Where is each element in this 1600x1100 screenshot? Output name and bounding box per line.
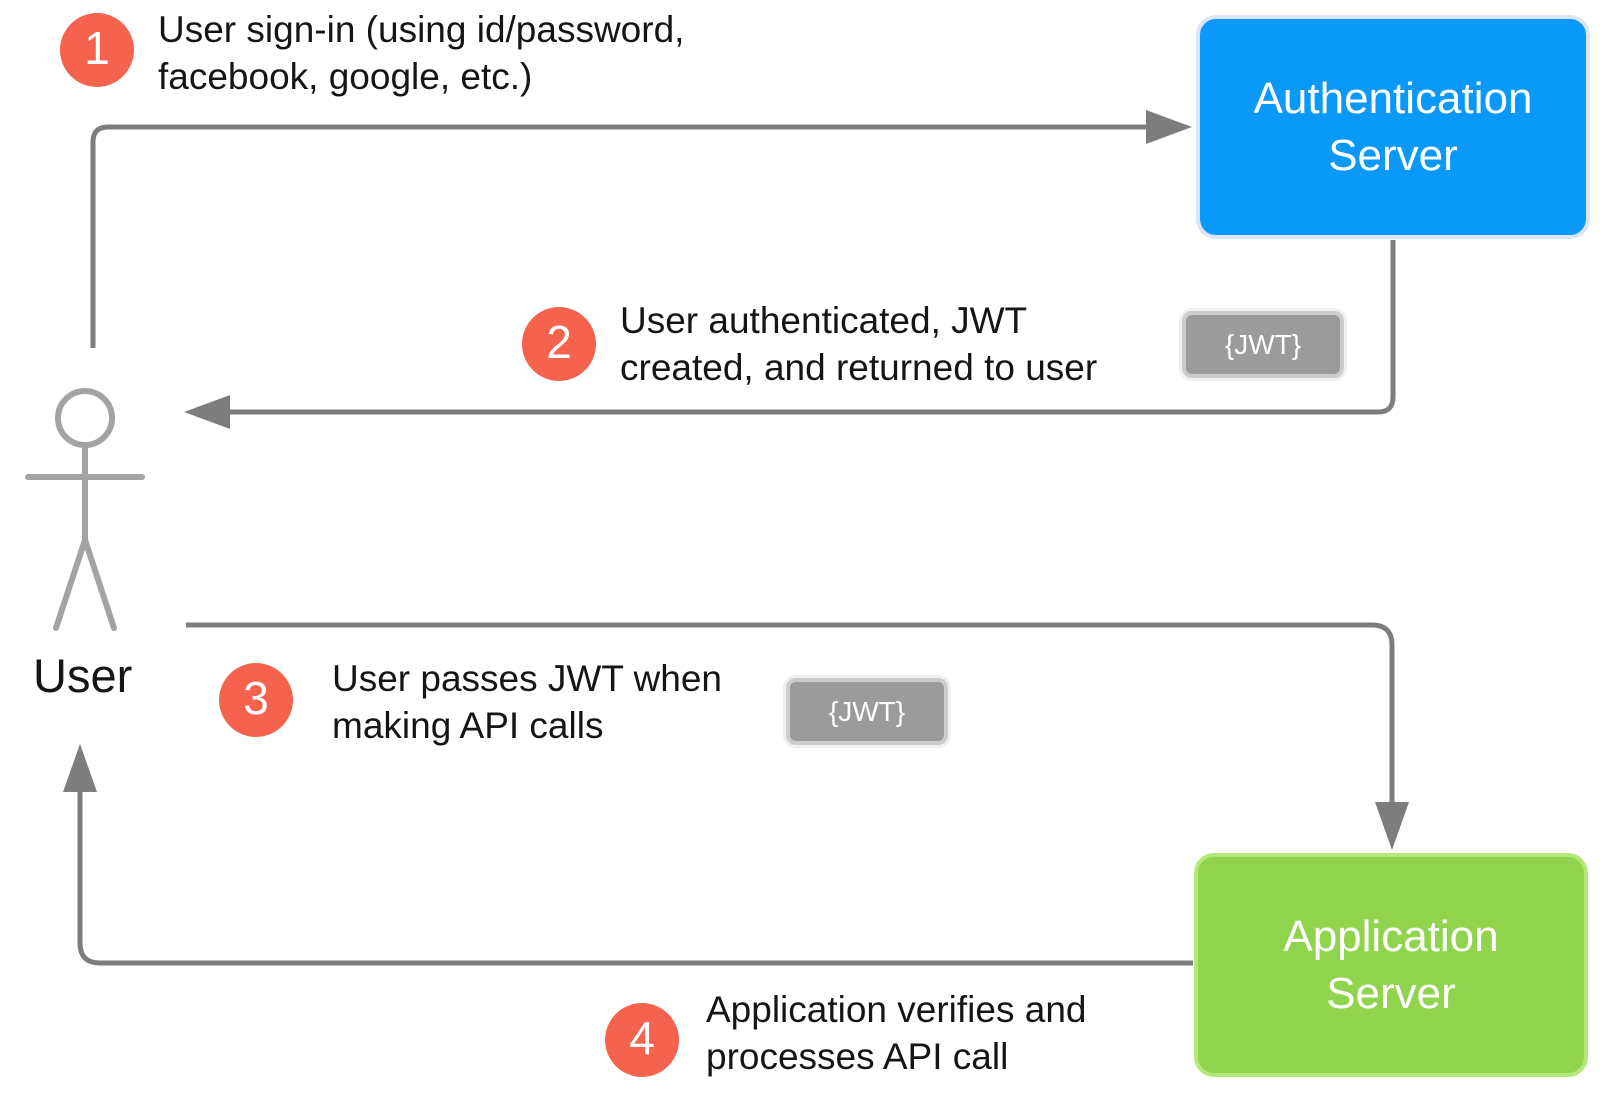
signin-arrow — [90, 110, 1192, 348]
step-2-number: 2 — [546, 316, 572, 368]
step-3-badge: 3 — [219, 663, 293, 737]
api-call-arrowhead — [1375, 802, 1409, 850]
response-arrow — [63, 744, 1193, 966]
step-1-number: 1 — [84, 22, 110, 74]
jwt-token-badge-step2: {JWT} — [1182, 311, 1344, 378]
step-3-number: 3 — [243, 672, 269, 724]
response-arrowhead — [63, 744, 97, 792]
stick-figure-person-icon — [25, 388, 145, 631]
app-server-label: Application Server — [1283, 912, 1499, 1018]
step-2-badge: 2 — [522, 307, 596, 381]
auth-server-label: Authentication Server — [1253, 74, 1533, 180]
auth-server-node: Authentication Server — [1196, 15, 1590, 239]
jwt-token-badge-step3: {JWT} — [786, 678, 948, 745]
step-2-text: User authenticated, JWT created, and ret… — [620, 300, 1098, 388]
user-actor-label: User — [33, 649, 133, 702]
step-3-text: User passes JWT when making API calls — [332, 658, 722, 746]
step-4-badge: 4 — [605, 1003, 679, 1077]
jwt-token-label: {JWT} — [1224, 328, 1302, 360]
api-call-arrow — [186, 622, 1409, 850]
jwt-token-label: {JWT} — [828, 695, 906, 727]
step-1-badge: 1 — [60, 13, 134, 87]
step-4-number: 4 — [629, 1012, 655, 1064]
jwt-return-arrowhead — [184, 395, 230, 429]
signin-arrowhead — [1146, 110, 1192, 144]
app-server-node: Application Server — [1194, 853, 1588, 1077]
step-4-text: Application verifies and processes API c… — [706, 989, 1087, 1077]
jwt-return-arrow — [184, 240, 1396, 429]
step-1-text: User sign-in (using id/password, faceboo… — [158, 9, 685, 97]
